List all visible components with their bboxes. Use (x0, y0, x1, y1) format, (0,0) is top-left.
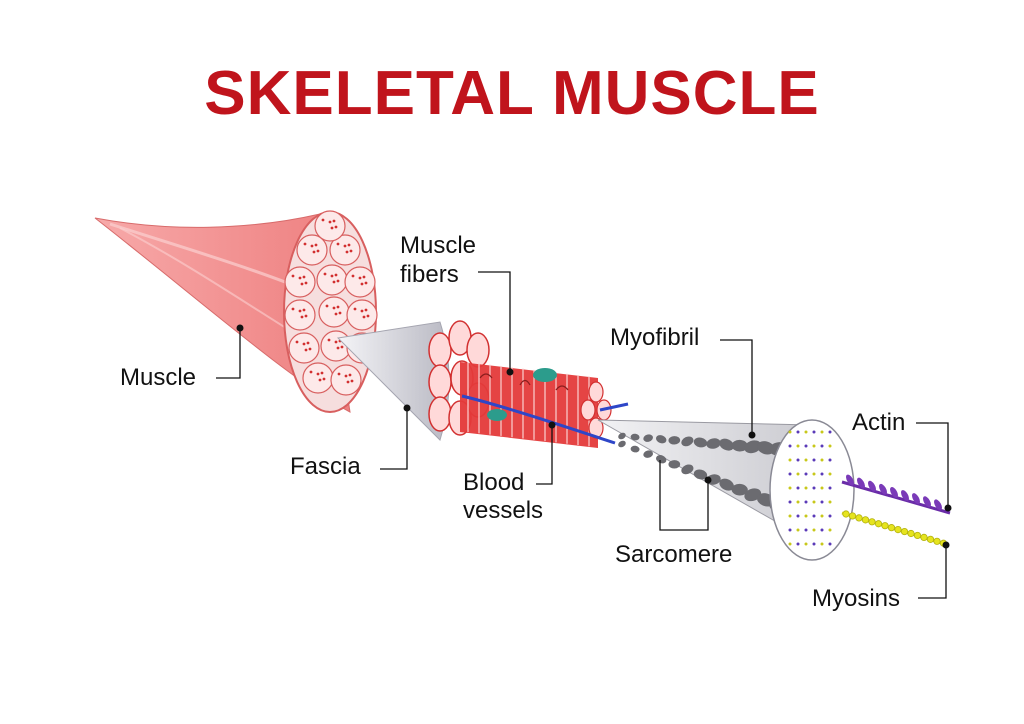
svg-text:Actin: Actin (852, 409, 905, 436)
label-myosins: Myosins (812, 541, 950, 612)
svg-text:Sarcomere: Sarcomere (615, 541, 732, 568)
svg-text:Muscle: Muscle (400, 232, 476, 259)
label-actin: Actin (852, 409, 952, 512)
nucleus-shape (533, 368, 557, 382)
label-muscle: Muscle (120, 324, 244, 391)
myosin-filament (841, 510, 949, 547)
svg-text:Blood: Blood (463, 469, 524, 496)
myofibril-cone (597, 419, 855, 561)
svg-text:Myofibril: Myofibril (610, 324, 699, 351)
nucleus-shape (487, 409, 507, 421)
label-sarcomere: Sarcomere (615, 460, 732, 568)
svg-text:fibers: fibers (400, 261, 459, 288)
muscle-shape (94, 210, 378, 413)
svg-text:Fascia: Fascia (290, 453, 361, 480)
actin-filament (841, 474, 951, 515)
svg-text:Myosins: Myosins (812, 585, 900, 612)
svg-text:vessels: vessels (463, 497, 543, 524)
label-fascia: Fascia (290, 404, 411, 480)
blood-vessel-shape (461, 373, 629, 445)
label-muscle-fibers: Muscle fibers (400, 232, 514, 376)
label-myofibril: Myofibril (610, 324, 756, 439)
svg-text:Muscle: Muscle (120, 364, 196, 391)
page-title: SKELETAL MUSCLE (204, 59, 820, 128)
label-blood-vessels: Blood vessels (463, 421, 556, 524)
